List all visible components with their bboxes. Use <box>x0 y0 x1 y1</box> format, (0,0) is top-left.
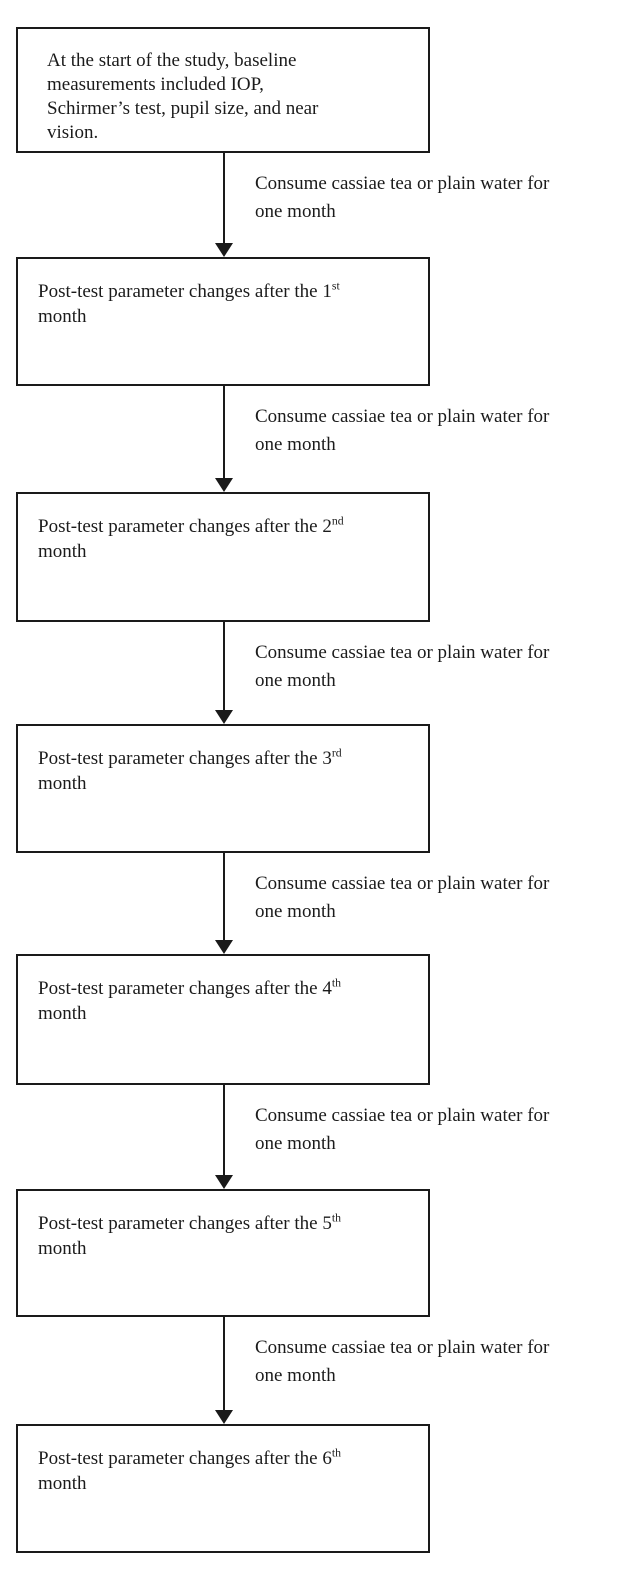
arrow-shaft <box>223 853 225 942</box>
connector-label-line1: Consume cassiae tea or plain water for <box>255 1337 550 1358</box>
baseline-line-2: measurements included IOP, <box>47 74 264 95</box>
posttest-line1: Post-test parameter changes after the 3r… <box>38 746 416 771</box>
posttest-box-month-5: Post-test parameter changes after the 5t… <box>16 1189 430 1317</box>
ordinal-suffix: th <box>331 1211 342 1225</box>
posttest-line1: Post-test parameter changes after the 1s… <box>38 279 416 304</box>
ordinal-suffix: st <box>331 279 340 293</box>
posttest-text: Post-test parameter changes after the 6 <box>38 1448 332 1469</box>
arrow-head-icon <box>215 940 233 954</box>
connector-label-line1: Consume cassiae tea or plain water for <box>255 642 550 663</box>
posttest-text: Post-test parameter changes after the 2 <box>38 516 332 537</box>
down-arrow-1 <box>215 153 233 257</box>
connector-label-line2: one month <box>255 1133 336 1154</box>
posttest-box-month-1: Post-test parameter changes after the 1s… <box>16 257 430 386</box>
posttest-line2: month <box>38 773 87 794</box>
arrow-shaft <box>223 1317 225 1412</box>
connector-label-line1: Consume cassiae tea or plain water for <box>255 406 550 427</box>
baseline-line-4: vision. <box>47 122 99 143</box>
connector-label-line2: one month <box>255 901 336 922</box>
arrow-shaft <box>223 386 225 480</box>
connector-label-line1: Consume cassiae tea or plain water for <box>255 873 550 894</box>
connector-label-line2: one month <box>255 670 336 691</box>
down-arrow-3 <box>215 622 233 724</box>
ordinal-suffix: nd <box>331 514 344 528</box>
ordinal-suffix: th <box>331 976 342 990</box>
connector-label-line1: Consume cassiae tea or plain water for <box>255 173 550 194</box>
ordinal-suffix: rd <box>331 746 342 760</box>
down-arrow-4 <box>215 853 233 954</box>
ordinal-suffix: th <box>331 1446 342 1460</box>
posttest-line1: Post-test parameter changes after the 6t… <box>38 1446 416 1471</box>
connector-label-line1: Consume cassiae tea or plain water for <box>255 1105 550 1126</box>
connector-label-4: Consume cassiae tea or plain water for o… <box>255 870 549 926</box>
down-arrow-6 <box>215 1317 233 1424</box>
posttest-box-month-4: Post-test parameter changes after the 4t… <box>16 954 430 1085</box>
posttest-box-month-6: Post-test parameter changes after the 6t… <box>16 1424 430 1553</box>
posttest-line2: month <box>38 1003 87 1024</box>
posttest-box-month-3: Post-test parameter changes after the 3r… <box>16 724 430 853</box>
baseline-box: At the start of the study, baseline meas… <box>16 27 430 153</box>
arrow-head-icon <box>215 710 233 724</box>
connector-label-5: Consume cassiae tea or plain water for o… <box>255 1102 549 1158</box>
down-arrow-2 <box>215 386 233 492</box>
posttest-line2: month <box>38 1238 87 1259</box>
posttest-text: Post-test parameter changes after the 5 <box>38 1213 332 1234</box>
posttest-line2: month <box>38 541 87 562</box>
arrow-head-icon <box>215 1410 233 1424</box>
connector-label-6: Consume cassiae tea or plain water for o… <box>255 1334 549 1390</box>
connector-label-line2: one month <box>255 1365 336 1386</box>
posttest-line1: Post-test parameter changes after the 4t… <box>38 976 416 1001</box>
connector-label-line2: one month <box>255 434 336 455</box>
connector-label-2: Consume cassiae tea or plain water for o… <box>255 403 549 459</box>
posttest-text: Post-test parameter changes after the 3 <box>38 748 332 769</box>
baseline-line-3: Schirmer’s test, pupil size, and near <box>47 98 319 119</box>
posttest-box-month-2: Post-test parameter changes after the 2n… <box>16 492 430 622</box>
posttest-text: Post-test parameter changes after the 1 <box>38 281 332 302</box>
baseline-line-1: At the start of the study, baseline <box>47 50 297 71</box>
posttest-text: Post-test parameter changes after the 4 <box>38 978 332 999</box>
connector-label-3: Consume cassiae tea or plain water for o… <box>255 639 549 695</box>
posttest-line1: Post-test parameter changes after the 5t… <box>38 1211 416 1236</box>
down-arrow-5 <box>215 1085 233 1189</box>
arrow-shaft <box>223 153 225 245</box>
posttest-line1: Post-test parameter changes after the 2n… <box>38 514 416 539</box>
arrow-shaft <box>223 1085 225 1177</box>
posttest-line2: month <box>38 306 87 327</box>
connector-label-1: Consume cassiae tea or plain water for o… <box>255 170 549 226</box>
posttest-line2: month <box>38 1473 87 1494</box>
arrow-head-icon <box>215 478 233 492</box>
arrow-head-icon <box>215 243 233 257</box>
arrow-shaft <box>223 622 225 712</box>
connector-label-line2: one month <box>255 201 336 222</box>
arrow-head-icon <box>215 1175 233 1189</box>
